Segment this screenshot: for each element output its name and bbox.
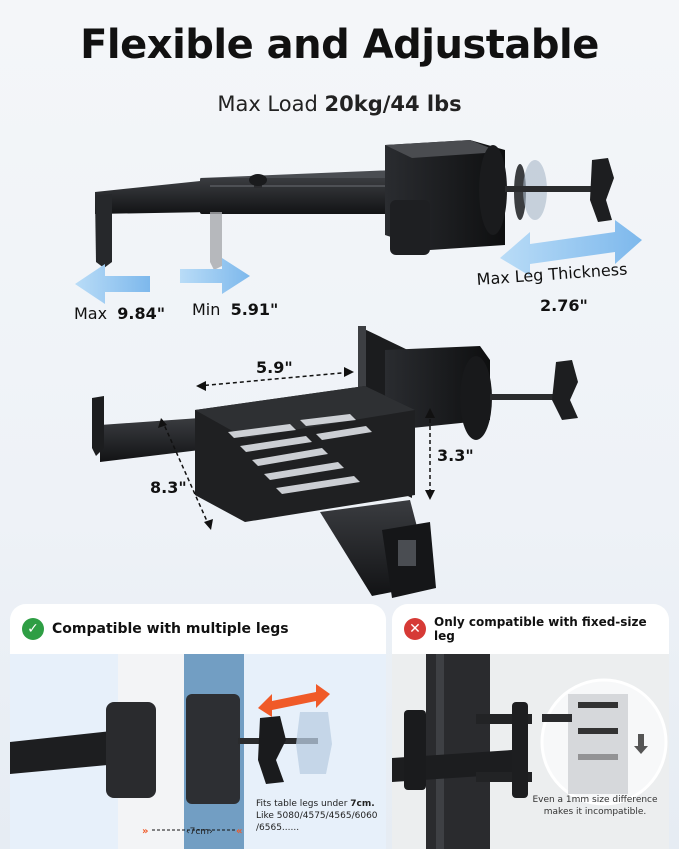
max-load-line: Max Load 20kg/44 lbs [0,92,679,116]
incompatible-header: ✕ Only compatible with fixed-size leg [392,604,669,654]
check-icon: ✓ [22,618,44,640]
leg-thickness-value: 2.76" [540,296,588,315]
max-label: Max [74,304,108,323]
compatible-header: ✓ Compatible with multiple legs [10,604,386,654]
min-value: 5.91" [230,300,279,319]
svg-text:»: » [142,826,148,837]
min-label: Min [192,300,221,319]
shelf-depth-label: 8.3" [150,478,187,497]
cross-icon: ✕ [404,618,426,640]
dimension-lines [161,371,431,529]
max-length-label: Max 9.84" [74,304,165,323]
shelf-width-label: 5.9" [256,358,293,377]
compatible-note: Fits table legs under 7cm. Like 5080/457… [256,799,378,833]
compatible-title: Compatible with multiple legs [52,621,289,637]
compatible-illustration: » « [10,654,386,849]
compatible-panel: ✓ Compatible with multiple legs » « ‹7cm… [10,604,386,849]
gap-label: ‹7cm› [186,827,213,837]
leg-thickness-arrow [500,220,642,276]
incompatible-title: Only compatible with fixed-size leg [434,615,647,643]
page-title: Flexible and Adjustable [80,22,599,68]
bracket-shelf-view [92,326,578,598]
svg-text:«: « [236,826,242,837]
min-length-label: Min 5.91" [192,300,278,319]
max-value: 9.84" [117,304,166,323]
max-load-label: Max Load [217,92,318,116]
max-load-value: 20kg/44 lbs [324,92,462,116]
incompatible-note: Even a 1mm size difference makes it inco… [532,795,658,817]
bracket-side-view [95,140,614,270]
dimension-arrowheads [158,367,435,530]
incompatible-panel: ✕ Only compatible with fixed-size leg Ev… [392,604,669,849]
incompatible-illustration [392,654,669,849]
adjust-length-arrow [75,258,250,304]
shelf-height-label: 3.3" [437,446,474,465]
